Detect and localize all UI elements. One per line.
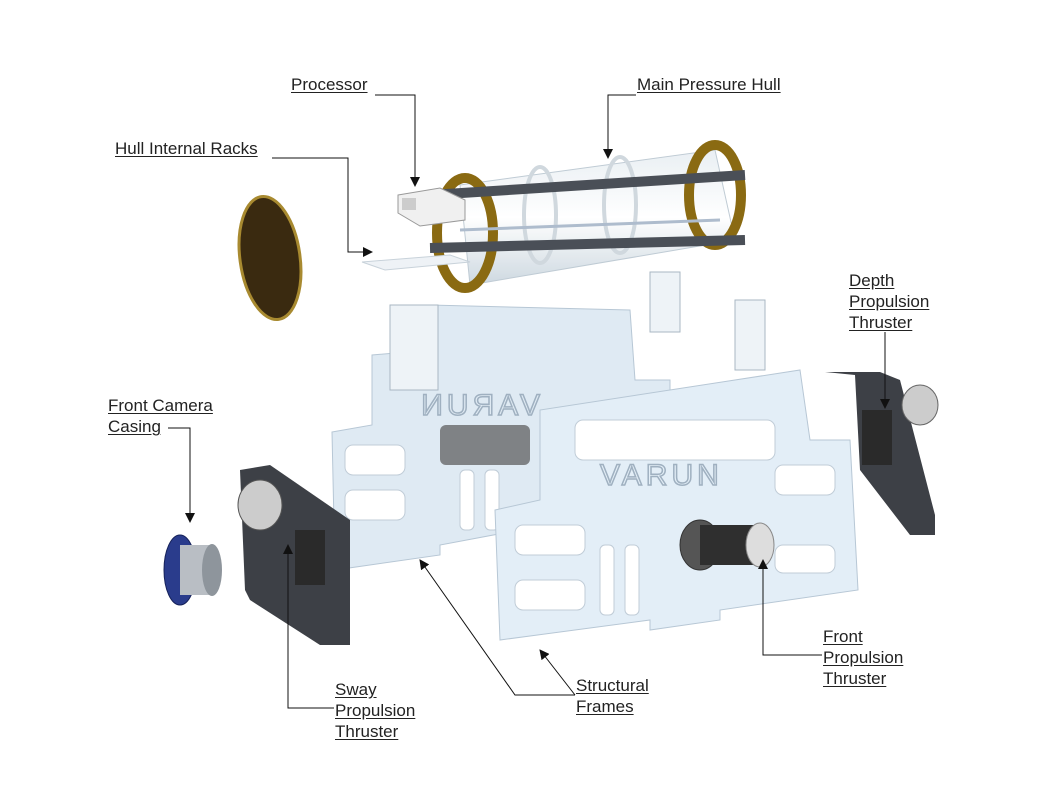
front-propulsion-thruster xyxy=(679,519,775,571)
label-line: Structural xyxy=(576,676,649,695)
sway-propulsion-thruster xyxy=(237,465,350,645)
leader-structural-frames-a xyxy=(419,559,575,696)
main-pressure-hull xyxy=(429,140,746,293)
label-line: Main Pressure Hull xyxy=(637,75,781,94)
label-line: Thruster xyxy=(823,669,887,688)
leader-hull-internal-racks xyxy=(272,157,373,257)
label-line: Propulsion xyxy=(335,701,416,720)
brand-text: VARUN xyxy=(600,459,723,492)
front-camera-casing xyxy=(163,534,222,606)
label-depth-propulsion-thruster: Depth Propulsion Thruster xyxy=(849,270,929,333)
leader-lines xyxy=(168,94,890,709)
label-structural-frames: Structural Frames xyxy=(576,675,649,717)
leader-processor xyxy=(375,94,420,187)
label-hull-internal-racks: Hull Internal Racks xyxy=(115,138,258,159)
label-line: Front xyxy=(823,627,863,646)
label-line: Hull Internal Racks xyxy=(115,139,258,158)
brand-text-mirrored: VARUN xyxy=(417,389,540,422)
label-line: Thruster xyxy=(335,722,399,741)
label-line: Depth xyxy=(849,271,895,290)
label-front-camera-casing: Front Camera Casing xyxy=(108,395,213,437)
label-line: Processor xyxy=(291,75,368,94)
label-line: Casing xyxy=(108,417,161,436)
label-line: Thruster xyxy=(849,313,913,332)
label-line: Frames xyxy=(576,697,634,716)
label-processor: Processor xyxy=(291,74,368,95)
structural-frame-front: VARUN xyxy=(494,369,859,641)
label-line: Sway xyxy=(335,680,377,699)
end-cap xyxy=(237,194,303,322)
leader-front-camera xyxy=(168,427,195,523)
leader-structural-frames-b xyxy=(539,649,576,696)
depth-propulsion-thruster xyxy=(825,372,939,535)
leader-sway-thruster xyxy=(283,544,334,709)
label-line: Propulsion xyxy=(849,292,930,311)
label-main-pressure-hull: Main Pressure Hull xyxy=(637,74,781,95)
label-front-propulsion-thruster: Front Propulsion Thruster xyxy=(823,626,903,689)
hull-internal-rack xyxy=(361,254,471,271)
leader-main-pressure-hull xyxy=(603,94,636,159)
label-sway-propulsion-thruster: Sway Propulsion Thruster xyxy=(335,679,415,742)
processor xyxy=(397,187,466,227)
label-line: Propulsion xyxy=(823,648,904,667)
leader-front-thruster xyxy=(758,559,822,656)
label-line: Front Camera xyxy=(108,396,213,415)
